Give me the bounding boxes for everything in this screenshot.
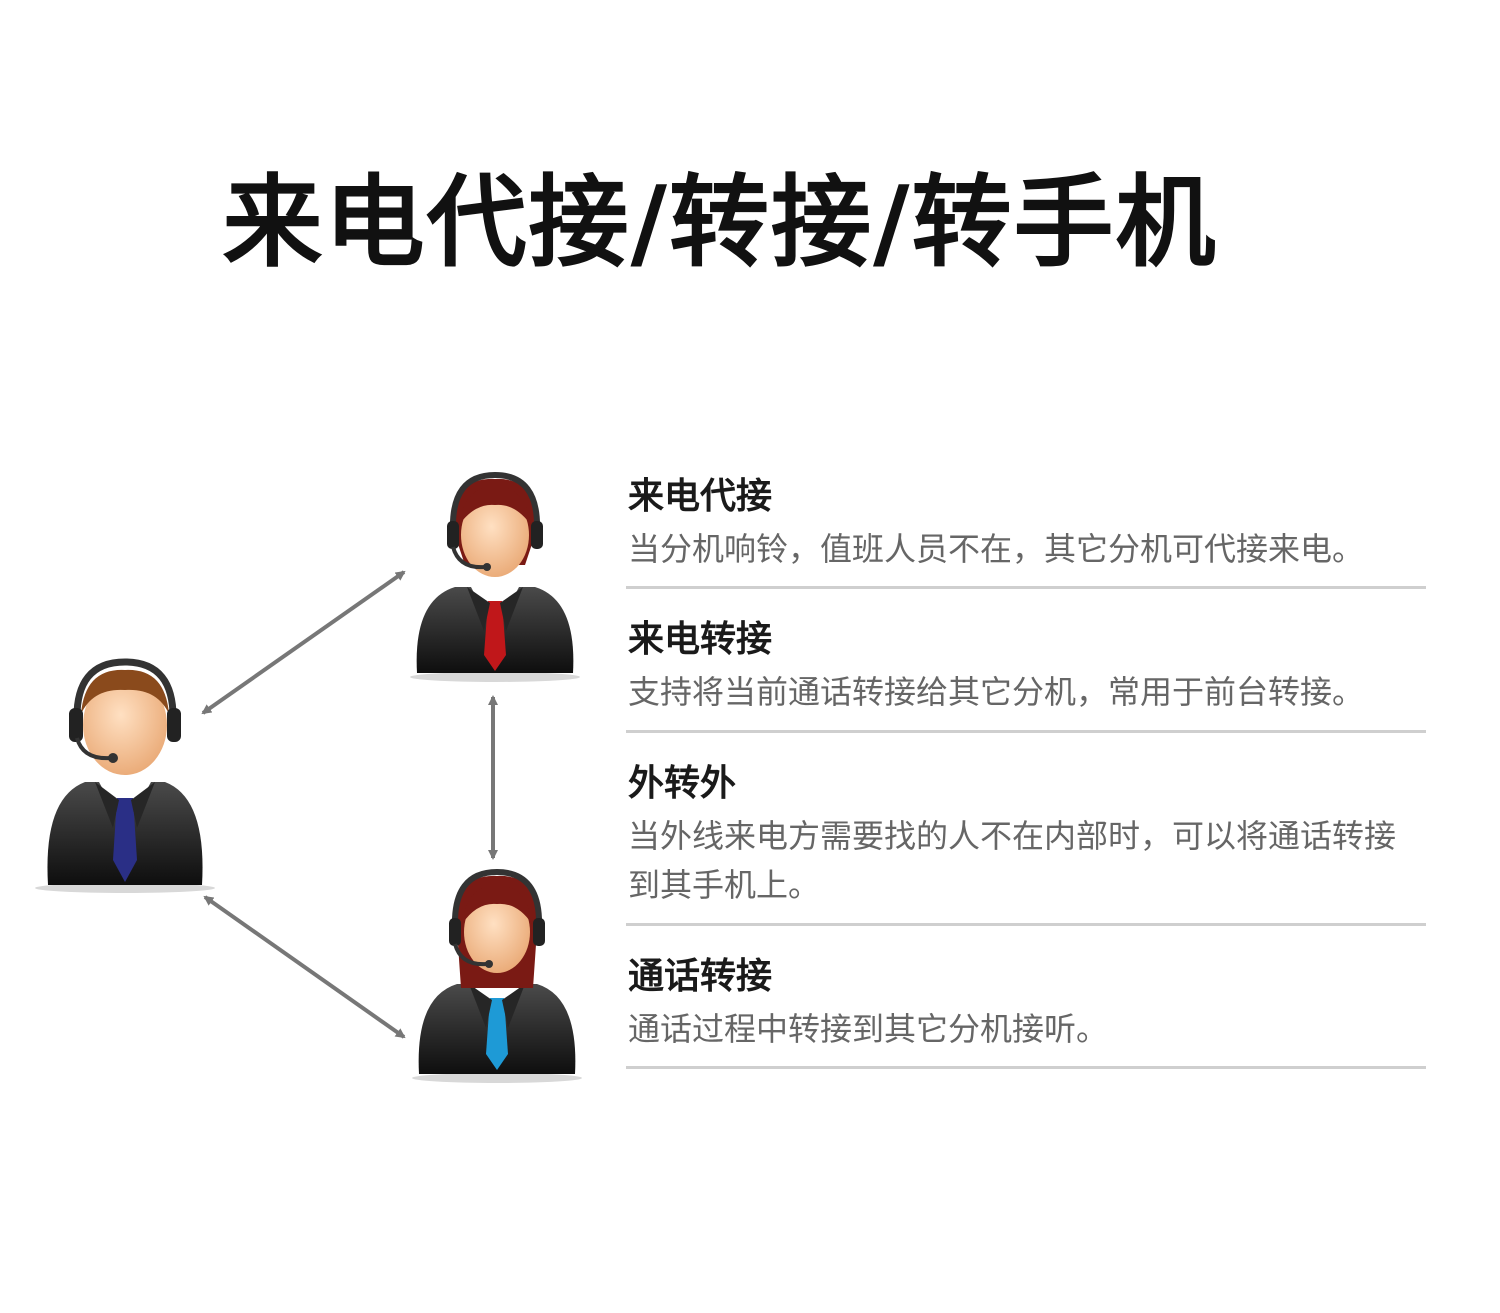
feature-description: 当分机响铃，值班人员不在，其它分机可代接来电。: [628, 529, 1365, 568]
arrow-caller-to-bottom-agent: [203, 895, 406, 1039]
page-title: 来电代接/转接/转手机: [222, 164, 1218, 281]
arrow-caller-to-top-agent: [201, 570, 406, 715]
caller-avatar-icon: [35, 658, 215, 893]
feature-item: 来电转接 支持将当前通话转接给其它分机，常用于前台转接。: [626, 589, 1426, 733]
feature-title: 来电转接: [628, 619, 773, 661]
feature-description: 支持将当前通话转接给其它分机，常用于前台转接。: [628, 673, 1365, 712]
call-transfer-diagram: [35, 471, 582, 1083]
feature-item: 来电代接 当分机响铃，值班人员不在，其它分机可代接来电。: [626, 470, 1426, 590]
feature-item: 外转外 当外线来电方需要找的人不在内部时，可以将通话转接到其手机上。: [626, 733, 1426, 926]
feature-title: 外转外: [628, 762, 737, 804]
feature-item: 通话转接 通话过程中转接到其它分机接听。: [626, 926, 1426, 1070]
feature-list: 来电代接 当分机响铃，值班人员不在，其它分机可代接来电。 来电转接 支持将当前通…: [626, 470, 1426, 1070]
feature-description: 当外线来电方需要找的人不在内部时，可以将通话转接到其手机上。: [628, 816, 1397, 905]
feature-title: 来电代接: [628, 476, 773, 517]
feature-title: 通话转接: [628, 955, 773, 997]
agent-bottom-avatar-icon: [412, 868, 582, 1083]
agent-top-avatar-icon: [410, 471, 580, 682]
feature-description: 通话过程中转接到其它分机接听。: [628, 1009, 1109, 1048]
